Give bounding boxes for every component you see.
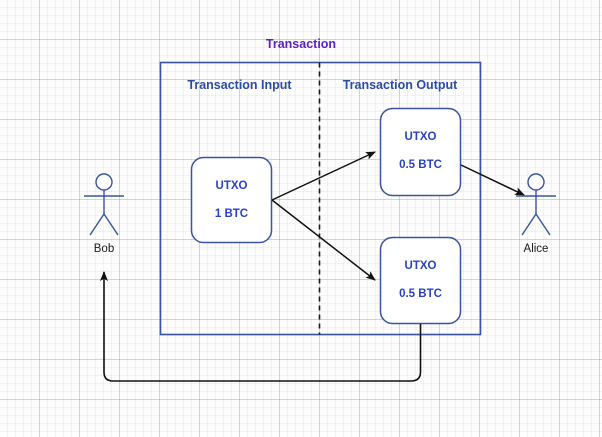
utxo-output-top-box[interactable] [379, 107, 462, 197]
alice-head-icon [527, 173, 545, 191]
alice-actor-label: Alice [523, 243, 549, 255]
transaction-input-heading: Transaction Input [187, 78, 292, 92]
arrow-change-back-to-bob [100, 271, 422, 382]
alice-leg-right [535, 213, 551, 236]
transaction-container [159, 61, 482, 336]
utxo-output-top-amount: 0.5 BTC [399, 159, 442, 171]
alice-actor-figure[interactable] [516, 173, 556, 236]
arrow-input-to-output-top [271, 151, 376, 201]
bob-leg-right [103, 213, 119, 236]
transaction-output-heading: Transaction Output [342, 78, 458, 92]
utxo-output-bottom-box[interactable] [379, 236, 462, 325]
utxo-output-bottom-amount: 0.5 BTC [399, 288, 442, 300]
utxo-input-name: UTXO [215, 180, 248, 192]
utxo-output-top-name: UTXO [404, 131, 437, 143]
alice-leg-left [521, 213, 537, 236]
utxo-input-box[interactable] [190, 156, 273, 244]
bob-actor-figure[interactable] [84, 173, 124, 236]
transaction-title: Transaction [265, 37, 337, 51]
bob-actor-label: Bob [93, 243, 115, 255]
utxo-output-bottom-name: UTXO [404, 260, 437, 272]
arrow-output-top-to-alice [460, 164, 525, 196]
bob-leg-left [89, 213, 105, 236]
utxo-input-amount: 1 BTC [214, 208, 249, 220]
arrow-input-to-output-bottom [271, 199, 376, 281]
bob-head-icon [95, 173, 113, 191]
